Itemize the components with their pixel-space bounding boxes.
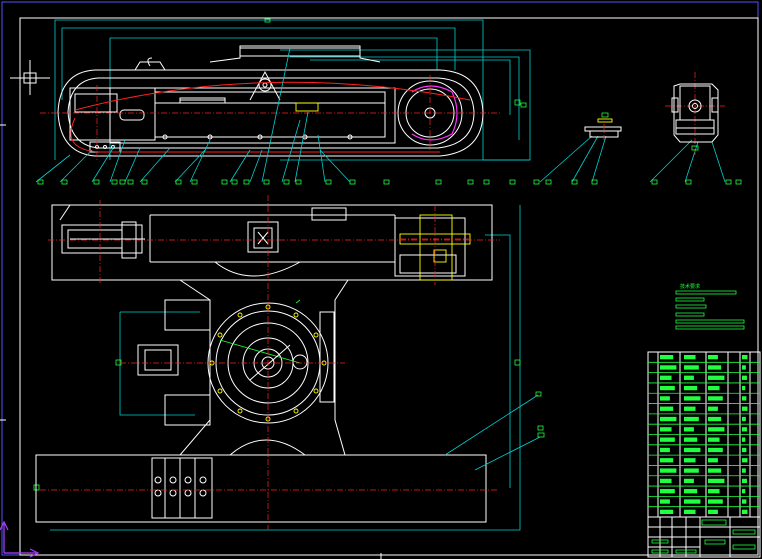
- bom-cell-text: [742, 509, 748, 514]
- detail-view: [584, 112, 622, 140]
- bom-cell-text: [708, 437, 720, 442]
- leader-lines-lower: [295, 299, 545, 471]
- bom-cell-text: [684, 396, 701, 401]
- bom-cell-text: [660, 489, 675, 494]
- bom-cell-text: [742, 468, 746, 473]
- bom-cell-text: [684, 416, 699, 422]
- side-view: [40, 18, 531, 161]
- bom-cell-text: [684, 468, 699, 473]
- bom-cell-text: [684, 355, 696, 360]
- bom-cell-text: [684, 365, 699, 370]
- bom-cell-text: [660, 458, 674, 463]
- bom-cell-text: [742, 458, 748, 463]
- bom-cell-text: [742, 416, 746, 422]
- bom-cell-text: [684, 385, 698, 391]
- bom-cell-text: [742, 427, 747, 432]
- bom-cell-text: [708, 427, 725, 432]
- bom-cell-text: [708, 478, 725, 484]
- bom-cell-text: [660, 427, 672, 432]
- bom-cell-text: [660, 355, 674, 360]
- bom-cell-text: [742, 375, 747, 380]
- tech-requirements: 技术要求: [675, 283, 745, 330]
- bom-rows: [648, 355, 760, 518]
- bom-cell-text: [660, 468, 677, 473]
- bom-cell-text: [660, 396, 670, 401]
- top-view: [33, 195, 521, 531]
- end-view: [665, 72, 725, 155]
- bom-cell-text: [742, 478, 747, 484]
- bom-cell-text: [708, 509, 718, 514]
- bom-cell-text: [684, 509, 696, 514]
- bom-cell-text: [708, 489, 720, 494]
- bom-cell-text: [684, 427, 694, 432]
- bom-cell-text: [660, 509, 674, 514]
- bom-cell-text: [742, 385, 746, 391]
- bom-cell-text: [660, 478, 672, 484]
- bom-cell-text: [684, 406, 696, 411]
- bom-cell-text: [708, 375, 725, 380]
- bom-cell-text: [684, 447, 701, 453]
- bom-cell-text: [684, 499, 701, 504]
- bom-cell-text: [708, 458, 718, 463]
- bom-cell-text: [742, 489, 746, 494]
- tech-requirements-title: 技术要求: [680, 283, 700, 290]
- bom-cell-text: [708, 365, 722, 370]
- bom-cell-text: [742, 447, 747, 453]
- bom-cell-text: [708, 406, 718, 411]
- bom-cell-text: [742, 355, 748, 360]
- bom-cell-text: [742, 365, 746, 370]
- bom-cell-text: [742, 406, 748, 411]
- bom-cell-text: [742, 396, 747, 401]
- bom-cell-text: [660, 447, 670, 453]
- bom-cell-text: [660, 499, 670, 504]
- bom-cell-text: [684, 458, 696, 463]
- leader-tags-upper: [37, 179, 742, 185]
- bom-cell-text: [684, 489, 698, 494]
- bom-cell-text: [708, 499, 723, 504]
- bom-cell-text: [660, 416, 677, 422]
- ucs-axis-icon: [0, 520, 40, 558]
- bom-cell-text: [684, 375, 694, 380]
- bom-cell-text: [660, 375, 672, 380]
- title-block: [647, 516, 761, 558]
- bom-cell-text: [742, 499, 747, 504]
- bom-cell-text: [660, 437, 675, 442]
- bom-cell-text: [708, 468, 722, 473]
- bom-cell-text: [660, 365, 677, 370]
- bom-cell-text: [708, 447, 723, 453]
- bom-cell-text: [708, 355, 718, 360]
- bom-table: [647, 351, 761, 518]
- bom-cell-text: [708, 385, 720, 391]
- bom-cell-text: [708, 416, 722, 422]
- bom-cell-text: [660, 385, 675, 391]
- leader-lines-upper: [35, 47, 726, 183]
- bom-cell-text: [684, 478, 694, 484]
- bom-cell-text: [708, 396, 723, 401]
- bom-cell-text: [742, 437, 746, 442]
- bom-cell-text: [684, 437, 698, 442]
- bom-cell-text: [660, 406, 674, 411]
